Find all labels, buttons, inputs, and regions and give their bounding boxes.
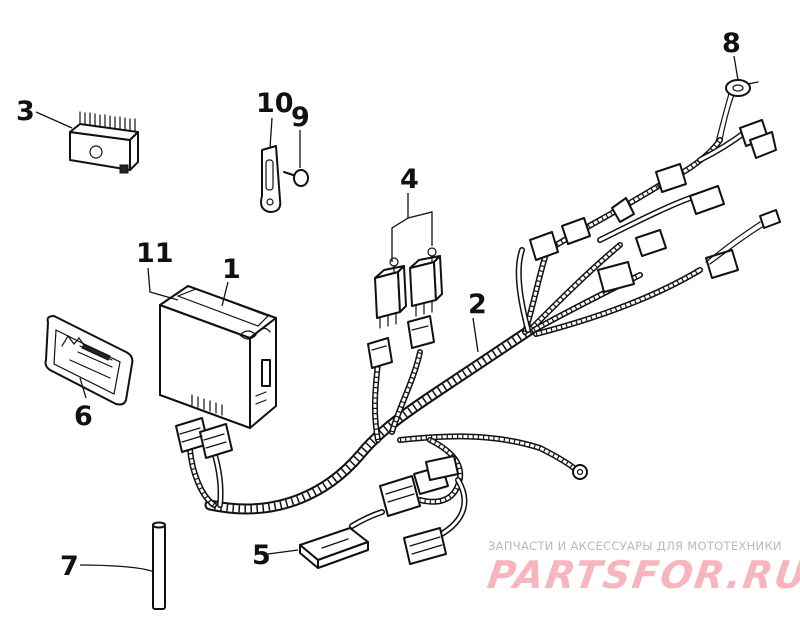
callout-7: 7: [60, 551, 79, 582]
part-5-fuse-holder: [299, 527, 369, 569]
callout-3: 3: [16, 96, 35, 127]
relay-sockets: [367, 315, 435, 369]
part-3-terminal-strip: [69, 111, 139, 174]
part-7-tube: [152, 521, 166, 610]
part-10-bracket: [260, 145, 282, 213]
part-6-decal: [44, 315, 134, 406]
watermark-logo[interactable]: PARTSFOR.RU: [484, 553, 800, 597]
mid-connectors: [379, 455, 459, 565]
callout-10: 10: [256, 88, 294, 119]
part-1-ecu-box: [159, 285, 277, 429]
part-2-main-harness: [175, 79, 781, 569]
callout-4: 4: [400, 164, 419, 195]
part-4-relays: [374, 247, 443, 329]
relay-right: [409, 247, 443, 317]
branch-connectors: [529, 119, 777, 293]
part-8-grommet: [725, 79, 759, 97]
callout-1: 1: [222, 254, 241, 285]
relay-left: [374, 257, 407, 329]
callout-11: 11: [136, 238, 174, 269]
callout-5: 5: [252, 540, 271, 571]
callout-6: 6: [74, 401, 93, 432]
callout-8: 8: [722, 28, 741, 59]
leader-lines: [35, 55, 739, 573]
callout-2: 2: [468, 289, 487, 320]
callout-9: 9: [291, 102, 310, 133]
watermark-caption: ЗАПЧАСТИ И АКСЕССУАРЫ ДЛЯ МОТОТЕХНИКИ: [488, 539, 782, 553]
part-9-screw: [283, 169, 309, 187]
ecu-plugs: [175, 417, 233, 459]
